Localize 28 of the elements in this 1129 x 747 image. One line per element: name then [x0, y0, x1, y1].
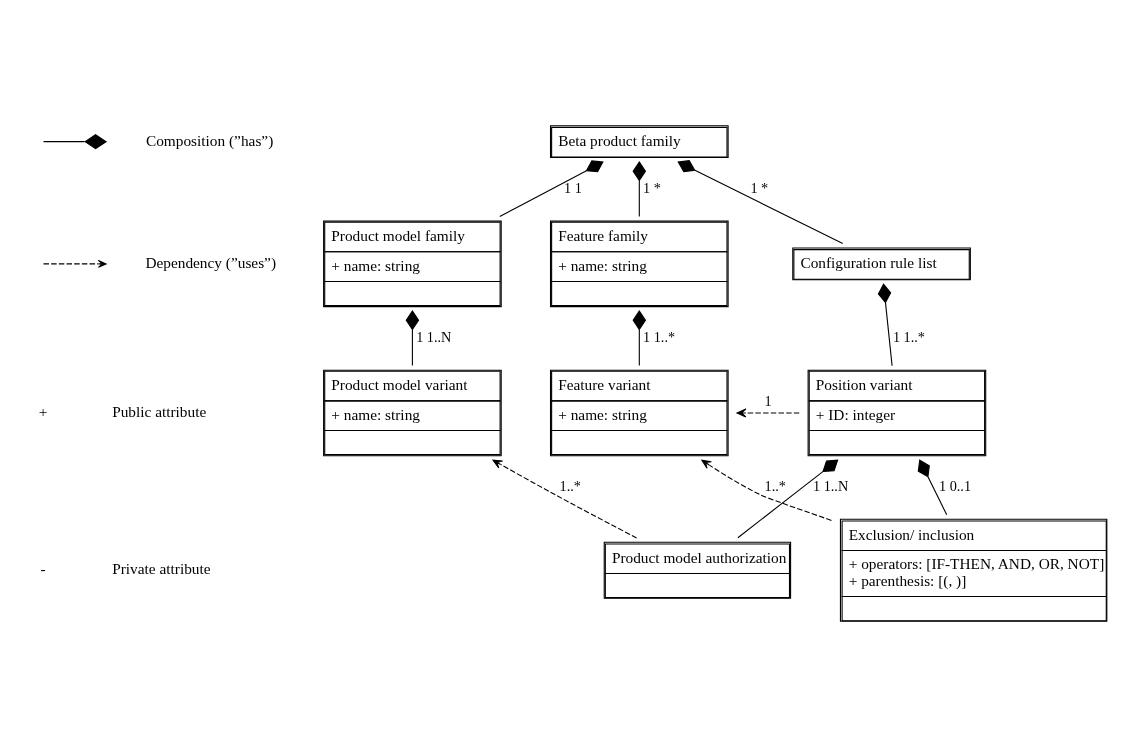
edge-label: 1 1..N: [416, 329, 452, 346]
label: +: [38, 403, 48, 421]
connector: [877, 283, 893, 367]
legend-label: Public attribute: [112, 403, 207, 421]
edge-label: 1 1..N: [812, 478, 849, 495]
edge-label: 1 *: [750, 180, 769, 197]
legend-label: Dependency (”uses”): [145, 253, 277, 271]
connector: [917, 459, 948, 516]
connector: [632, 310, 647, 366]
edge-label: 1: [764, 392, 772, 409]
connector: [677, 160, 844, 245]
connector: [737, 459, 839, 539]
arrow: [736, 408, 800, 418]
legend-label: Composition (”has”): [145, 131, 274, 149]
label: -: [40, 560, 46, 578]
edge-label: 1..*: [764, 478, 786, 495]
connector: [405, 310, 420, 366]
arrow: [701, 459, 832, 521]
edge-label: 1 1..*: [892, 329, 925, 346]
edge-label: 1 *: [643, 180, 661, 197]
connector: [632, 161, 647, 218]
edge-label: 1 0..1: [938, 478, 972, 495]
arrow: [492, 459, 638, 539]
edge-label: 1 1..*: [643, 329, 676, 346]
legend-label: Private attribute: [112, 560, 211, 578]
edge-label: 1..*: [559, 478, 581, 495]
edge-label: 1 1: [564, 180, 582, 197]
connector: [499, 160, 604, 218]
